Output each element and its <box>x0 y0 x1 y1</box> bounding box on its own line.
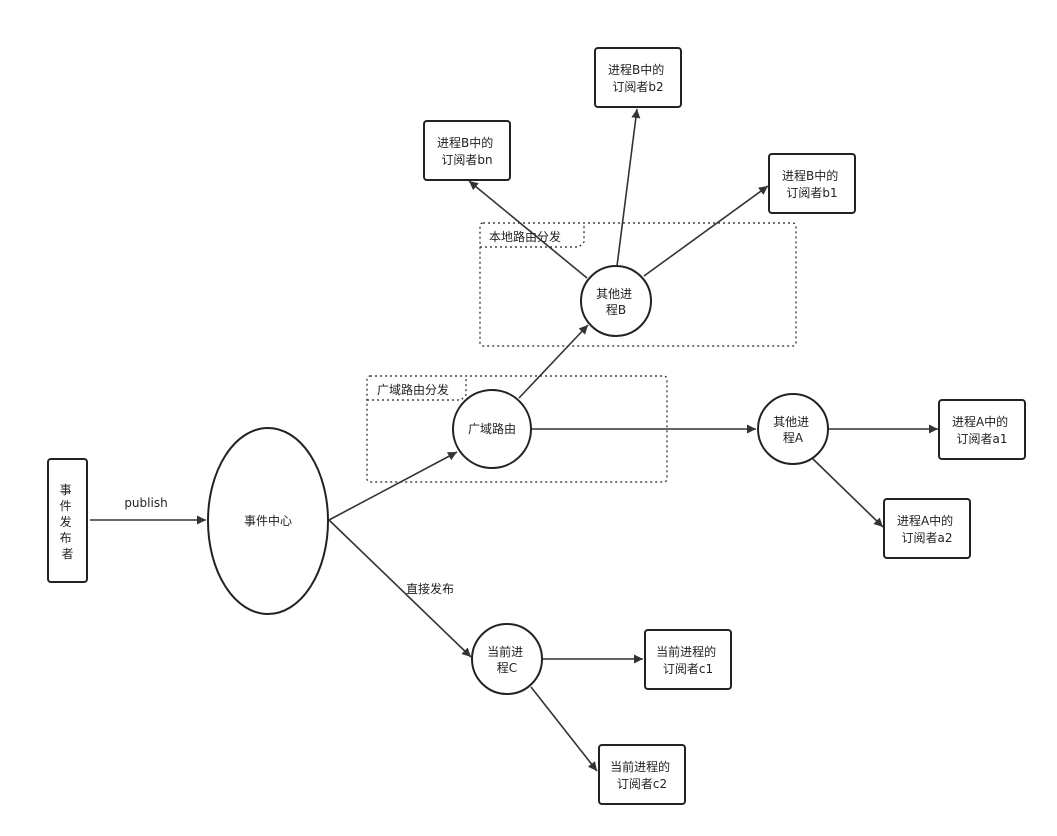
node-subscriber-b2-label: 进程B中的 订阅者b2 <box>608 62 668 94</box>
group-local-routing: 本地路由分发 <box>479 222 797 347</box>
node-subscriber-a2-label: 进程A中的 订阅者a2 <box>897 513 957 545</box>
node-process-c[interactable]: 当前进 程C <box>471 623 543 695</box>
node-subscriber-a1-label: 进程A中的 订阅者a1 <box>952 414 1012 446</box>
group-wide-routing: 广域路由分发 <box>366 375 668 483</box>
node-process-b[interactable]: 其他进 程B <box>580 265 652 337</box>
edge-process-b-to-sub-b1 <box>643 185 769 277</box>
node-subscriber-b1-label: 进程B中的 订阅者b1 <box>782 168 842 200</box>
group-wide-routing-label: 广域路由分发 <box>377 382 449 397</box>
edge-process-c-to-sub-c2 <box>530 686 598 772</box>
edge-label-publish: publish <box>124 496 167 510</box>
group-local-routing-label: 本地路由分发 <box>489 229 561 244</box>
node-subscriber-c2-label: 当前进程的 订阅者c2 <box>610 759 674 791</box>
edge-label-direct-publish: 直接发布 <box>406 581 454 596</box>
node-process-a[interactable]: 其他进 程A <box>757 393 829 465</box>
edge-event-center-to-process-c <box>328 519 472 658</box>
node-subscriber-a1[interactable]: 进程A中的 订阅者a1 <box>938 399 1026 460</box>
node-event-publisher[interactable]: 事 件 发 布 者 <box>47 458 88 583</box>
node-process-c-label: 当前进 程C <box>487 644 527 675</box>
node-subscriber-bn-label: 进程B中的 订阅者bn <box>437 135 497 167</box>
node-wide-router[interactable]: 广域路由 <box>452 389 532 469</box>
edge-process-a-to-sub-a2 <box>812 458 884 528</box>
node-subscriber-c1-label: 当前进程的 订阅者c1 <box>656 644 720 676</box>
node-subscriber-b2[interactable]: 进程B中的 订阅者b2 <box>594 47 682 108</box>
node-process-a-label: 其他进 程A <box>773 415 813 445</box>
node-subscriber-a2[interactable]: 进程A中的 订阅者a2 <box>883 498 971 559</box>
edge-event-center-to-wide-router <box>328 451 458 521</box>
edge-process-b-to-sub-bn <box>468 180 588 279</box>
node-subscriber-c2[interactable]: 当前进程的 订阅者c2 <box>598 744 686 805</box>
node-process-b-label: 其他进 程B <box>596 287 636 317</box>
node-event-center[interactable]: 事件中心 <box>207 427 329 615</box>
edges <box>90 108 938 772</box>
node-wide-router-label: 广域路由 <box>468 421 516 436</box>
node-event-publisher-label: 事 件 发 布 者 <box>60 483 76 561</box>
edge-process-b-to-sub-b2 <box>616 108 641 267</box>
edge-wide-router-to-process-b <box>518 324 589 399</box>
node-subscriber-bn[interactable]: 进程B中的 订阅者bn <box>423 120 511 181</box>
node-subscriber-b1[interactable]: 进程B中的 订阅者b1 <box>768 153 856 214</box>
node-event-center-label: 事件中心 <box>244 513 292 528</box>
node-subscriber-c1[interactable]: 当前进程的 订阅者c1 <box>644 629 732 690</box>
